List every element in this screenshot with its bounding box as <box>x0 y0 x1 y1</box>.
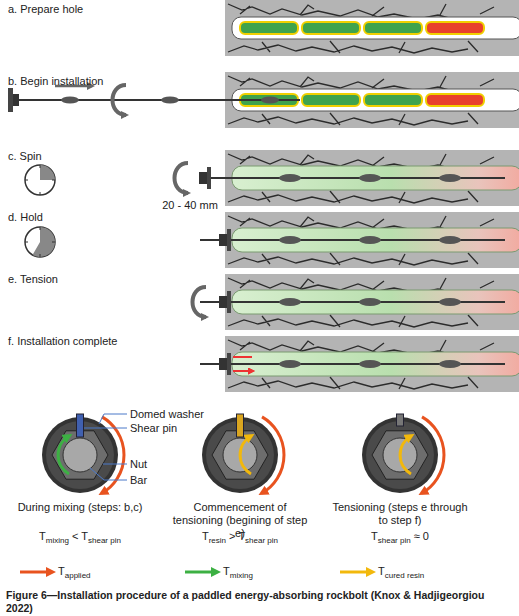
mixing-torque-arrow <box>58 436 69 474</box>
end-view-commencement <box>202 414 284 493</box>
part-label: Nut <box>130 458 230 471</box>
legend-sample-cured-resin <box>340 571 372 574</box>
state-caption: Tensioning (steps e through to step f) <box>332 501 468 527</box>
bolt-bar <box>200 360 505 368</box>
end-view-tensioning <box>362 414 444 493</box>
step-a-row <box>225 0 519 56</box>
paddle <box>261 97 279 104</box>
end-view-mixing <box>42 414 124 493</box>
state-caption: During mixing (steps: b,c) <box>15 501 145 514</box>
step-b-row <box>8 72 519 128</box>
applied-torque-arrow <box>262 417 284 493</box>
spin-clock <box>25 165 55 195</box>
step-label: b. Begin installation <box>8 75 218 88</box>
step-f-row <box>200 336 519 392</box>
paddle <box>61 97 79 104</box>
tension-arrow <box>233 370 252 372</box>
torque-condition: Tmixing < Tshear pin <box>15 530 145 543</box>
resin-cartridges <box>240 22 484 34</box>
legend-text: Tmixing <box>223 565 343 578</box>
rotation-arrow <box>193 287 207 317</box>
bolt-bar <box>200 174 505 182</box>
part-label: Shear pin <box>130 422 230 435</box>
legend-text: Tcured resin <box>378 565 498 578</box>
rotation-arrow <box>175 163 189 193</box>
step-label: d. Hold <box>8 211 218 224</box>
applied-torque-arrow <box>422 417 444 493</box>
part-label: Bar <box>130 474 230 487</box>
bolt-head-end-view <box>362 417 438 493</box>
borehole <box>232 17 519 39</box>
paddle <box>161 97 179 104</box>
nut <box>13 94 19 106</box>
bolt-bar <box>200 298 505 306</box>
clock-elapsed <box>40 165 55 180</box>
legend-text: Tapplied <box>58 565 178 578</box>
step-d-row <box>200 212 519 268</box>
rock-mass <box>225 0 519 56</box>
step-c-row <box>175 150 519 206</box>
clock-ticks <box>25 227 55 257</box>
step-label: e. Tension <box>8 273 218 286</box>
resin-torque-arrow <box>400 436 411 474</box>
dimension-label: 20 - 40 mm <box>150 199 230 212</box>
clock-face <box>25 227 55 257</box>
tension-arrows <box>233 357 252 371</box>
torque-condition: Tshear pin ≈ 0 <box>332 530 468 543</box>
bolt-head <box>219 353 231 375</box>
borehole <box>232 89 519 111</box>
step-label: f. Installation complete <box>8 335 218 348</box>
bolt-head <box>219 229 231 251</box>
clock-ticks <box>25 165 55 195</box>
sheared-pin <box>397 414 404 426</box>
bolt-head <box>199 167 211 189</box>
domed-washer-plate <box>8 88 13 112</box>
legend-sample-applied <box>20 571 52 574</box>
clock-face <box>25 165 55 195</box>
rotation-arrow <box>113 85 127 115</box>
step-label: a. Prepare hole <box>8 3 218 16</box>
part-label: Domed washer <box>130 408 230 421</box>
shear-pin <box>237 414 244 437</box>
torque-condition: Tresin > Tshear pin <box>172 530 308 543</box>
bolt-head <box>219 291 231 313</box>
step-e-row <box>193 274 519 330</box>
rock-mass <box>225 72 519 128</box>
legend-sample-mixing <box>185 571 217 574</box>
resin-torque-arrow <box>240 436 251 474</box>
bolt-bar <box>200 236 505 244</box>
step-label: c. Spin <box>8 150 218 163</box>
resin-cartridges <box>240 94 484 106</box>
figure-caption: Figure 6—Installation procedure of a pad… <box>6 589 513 615</box>
hold-clock <box>25 227 55 257</box>
clock-elapsed <box>33 227 55 257</box>
leader-lines <box>84 414 127 480</box>
bolt-line <box>14 99 300 101</box>
shear-pin <box>77 414 84 437</box>
